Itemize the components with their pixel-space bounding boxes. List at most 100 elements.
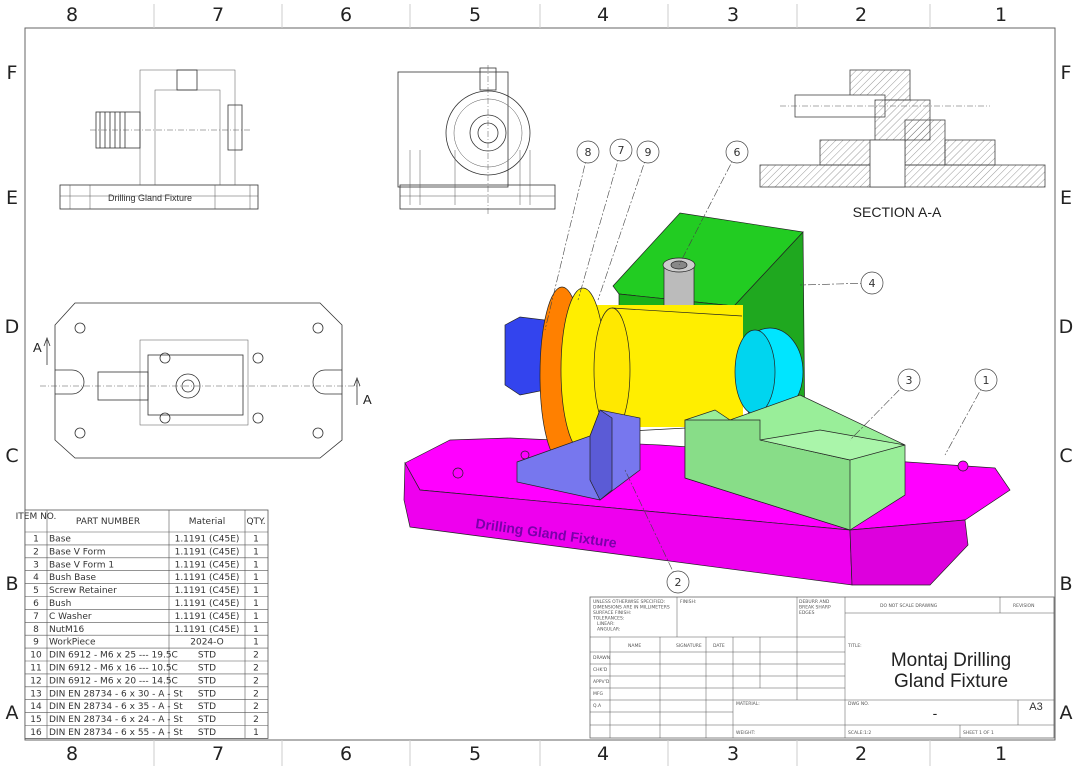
deburr-note: DEBURR AND: [799, 599, 830, 605]
bom-part-number: Base V Form: [49, 547, 105, 557]
zone-column-top: 5: [469, 4, 481, 26]
tolerance-note: ANGULAR:: [597, 627, 620, 633]
do-not-scale-label: DO NOT SCALE DRAWING: [880, 603, 938, 609]
title-block: UNLESS OTHERWISE SPECIFIED:DIMENSIONS AR…: [589, 596, 1055, 739]
bom-qty: 1: [253, 547, 259, 557]
balloon-number: 6: [734, 146, 741, 159]
signature-row-label: CHK'D: [593, 667, 608, 673]
title-label: TITLE:: [847, 643, 862, 649]
balloon-number: 3: [906, 374, 913, 387]
isometric-view: Drilling Gland Fixture: [403, 212, 1011, 586]
leader-line: [678, 151, 738, 266]
zone-row-right: D: [1059, 316, 1074, 338]
bom-material: STD: [198, 689, 216, 699]
bom-material: 1.1191 (C45E): [175, 599, 240, 609]
bom-item-no: 8: [33, 625, 39, 635]
bom-material: STD: [198, 664, 216, 674]
leader-line: [624, 469, 679, 583]
zone-column-bottom: 8: [66, 743, 78, 765]
revision-label: REVISION: [1013, 603, 1034, 609]
zone-row-left: B: [5, 573, 18, 595]
section-marker-left: A: [33, 340, 42, 355]
bom-material: 1.1191 (C45E): [175, 535, 240, 545]
bom-header-material: Material: [189, 517, 226, 527]
bom-material: 1.1191 (C45E): [175, 612, 240, 622]
bom-qty: 1: [253, 599, 259, 609]
bom-material: 1.1191 (C45E): [175, 560, 240, 570]
bom-item-no: 16: [30, 728, 42, 738]
bom-part-number: DIN 6912 - M6 x 25 --- 19.5C: [49, 651, 178, 661]
leader-line: [849, 379, 910, 441]
bom-part-number: DIN 6912 - M6 x 20 --- 14.5C: [49, 676, 178, 686]
front-view: Drilling Gland Fixture: [59, 69, 259, 210]
balloon: [897, 368, 921, 392]
bom-header-item: ITEM NO.: [16, 512, 57, 522]
bom-material: STD: [198, 702, 216, 712]
zone-row-right: A: [1060, 702, 1073, 724]
bom-item-no: 3: [33, 560, 39, 570]
zone-column-top: 7: [212, 4, 224, 26]
deburr-note: BREAK SHARP: [799, 605, 831, 611]
signature-row-label: DRAWN: [593, 655, 610, 661]
tolerance-note: DIMENSIONS ARE IN MILLIMETERS: [593, 605, 670, 611]
zone-column-bottom: 6: [340, 743, 352, 765]
part-nut: [504, 316, 546, 396]
zone-column-bottom: 2: [855, 743, 867, 765]
section-marker-right: A: [363, 392, 372, 407]
balloon-number: 8: [585, 146, 592, 159]
bom-qty: 2: [253, 651, 259, 661]
bom-qty: 1: [253, 560, 259, 570]
zone-row-left: A: [6, 702, 19, 724]
bom-qty: 2: [253, 715, 259, 725]
bom-header-qty: QTY.: [246, 517, 265, 527]
section-view: SECTION A-A: [759, 69, 1046, 220]
balloon: [860, 271, 884, 295]
tolerance-note: LINEAR:: [597, 621, 615, 627]
signature-row-label: Q.A: [593, 703, 602, 709]
signature-row-label: MFG: [593, 691, 603, 697]
leader-line: [944, 379, 987, 456]
zone-column-top: 8: [66, 4, 78, 26]
balloon-number: 9: [645, 146, 652, 159]
zone-column-bottom: 3: [727, 743, 739, 765]
bom-qty: 1: [253, 535, 259, 545]
drawing-number: -: [933, 705, 938, 721]
leader-line: [544, 151, 589, 331]
tolerance-note: SURFACE FINISH:: [593, 610, 631, 616]
balloon-number: 1: [983, 374, 990, 387]
sheet-label: SHEET 1 OF 1: [963, 730, 994, 736]
bom-qty: 2: [253, 664, 259, 674]
zone-column-top: 3: [727, 4, 739, 26]
bom-part-number: DIN 6912 - M6 x 16 --- 10.5C: [49, 664, 178, 674]
balloon: [666, 570, 690, 594]
bom-part-number: DIN EN 28734 - 6 x 35 - A - St: [49, 702, 183, 712]
bom-part-number: Bush Base: [49, 573, 97, 583]
weight-label: WEIGHT:: [736, 730, 755, 736]
drawing-title-line1: Montaj Drilling: [891, 650, 1011, 671]
bom-part-number: NutM16: [49, 625, 84, 635]
bom-qty: 1: [253, 625, 259, 635]
bom-material: 1.1191 (C45E): [175, 547, 240, 557]
zone-column-top: 2: [855, 4, 867, 26]
bom-qty: 1: [253, 612, 259, 622]
bom-material: STD: [198, 715, 216, 725]
leader-line: [577, 149, 622, 301]
bom-qty: 1: [253, 728, 259, 738]
bom-item-no: 10: [30, 651, 42, 661]
bom-qty: 2: [253, 676, 259, 686]
bom-qty: 2: [253, 689, 259, 699]
bom-material: STD: [198, 676, 216, 686]
bom-material: 1.1191 (C45E): [175, 573, 240, 583]
bom-qty: 2: [253, 702, 259, 712]
bom-part-number: Bush: [49, 599, 71, 609]
zone-row-left: F: [7, 62, 18, 84]
zone-column-bottom: 7: [212, 743, 224, 765]
bom-part-number: Base: [49, 535, 71, 545]
scale-label: SCALE:1:2: [848, 730, 871, 736]
signature-header: NAME: [628, 643, 641, 649]
zone-column-bottom: 1: [995, 743, 1007, 765]
section-label: SECTION A-A: [853, 204, 942, 220]
balloon: [576, 140, 600, 164]
